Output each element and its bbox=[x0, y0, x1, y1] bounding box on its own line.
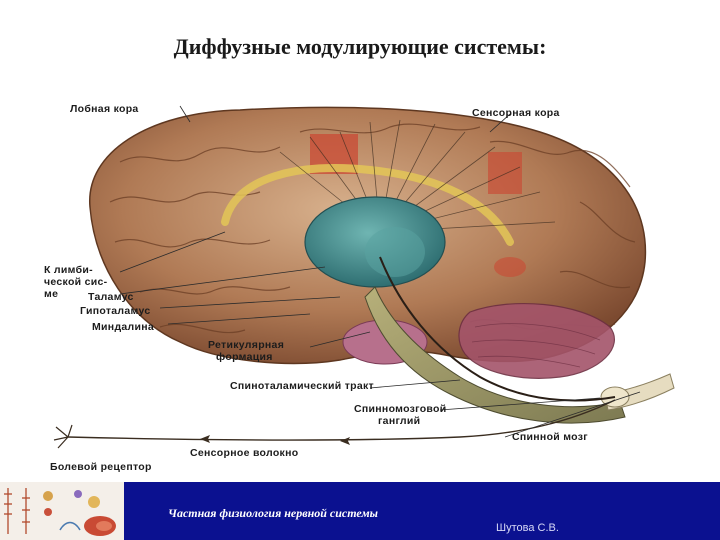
sensory-fiber bbox=[67, 399, 616, 441]
spinothalamic-tract bbox=[379, 256, 616, 402]
limbic-arc bbox=[221, 164, 514, 246]
brain-illustration: Лобная кора Сенсорная кора К лимби- ческ… bbox=[44, 103, 675, 473]
course-title: Частная физиология нервной системы bbox=[168, 506, 379, 520]
label-sensory-fiber: Сенсорное волокно bbox=[190, 447, 298, 459]
cerebellum bbox=[458, 302, 615, 379]
footer-thumbnails bbox=[0, 482, 124, 540]
leader-lines bbox=[119, 105, 641, 438]
slide-footer: Частная физиология нервной системы Шутов… bbox=[0, 482, 720, 540]
slide-title: Диффузные модулирующие системы: bbox=[173, 34, 547, 59]
label-reticular-line1: Ретикулярная bbox=[208, 339, 284, 351]
sensory-highlight bbox=[488, 152, 522, 194]
footer-bar bbox=[124, 482, 720, 540]
label-spinothalamic-tract: Спиноталамический тракт bbox=[230, 380, 374, 392]
label-pain-receptor: Болевой рецептор bbox=[50, 461, 152, 473]
label-limbic-line1: К лимби- bbox=[44, 264, 93, 276]
brain-diagram: Лобная кора Сенсорная кора К лимби- ческ… bbox=[40, 92, 680, 477]
label-thalamus: Таламус bbox=[88, 291, 134, 303]
label-sensory-cortex: Сенсорная кора bbox=[472, 107, 560, 119]
author-name: Шутова С.В. bbox=[496, 522, 559, 534]
label-hypothalamus: Гипоталамус bbox=[80, 305, 150, 317]
label-spinal-cord: Спинной мозг bbox=[512, 431, 588, 443]
label-limbic-line2: ческой сис- bbox=[44, 276, 108, 288]
label-ganglion-line1: Спинномозговой bbox=[354, 403, 447, 415]
label-reticular-line2: формация bbox=[216, 351, 273, 363]
pain-receptor bbox=[53, 424, 73, 449]
label-limbic-line3: ме bbox=[44, 288, 58, 300]
label-amygdala: Миндалина bbox=[92, 321, 154, 333]
label-ganglion-line2: ганглий bbox=[378, 415, 420, 427]
anatomy-thumbnail-icon bbox=[0, 482, 124, 540]
brainstem bbox=[364, 286, 626, 424]
label-frontal-cortex: Лобная кора bbox=[70, 103, 139, 115]
